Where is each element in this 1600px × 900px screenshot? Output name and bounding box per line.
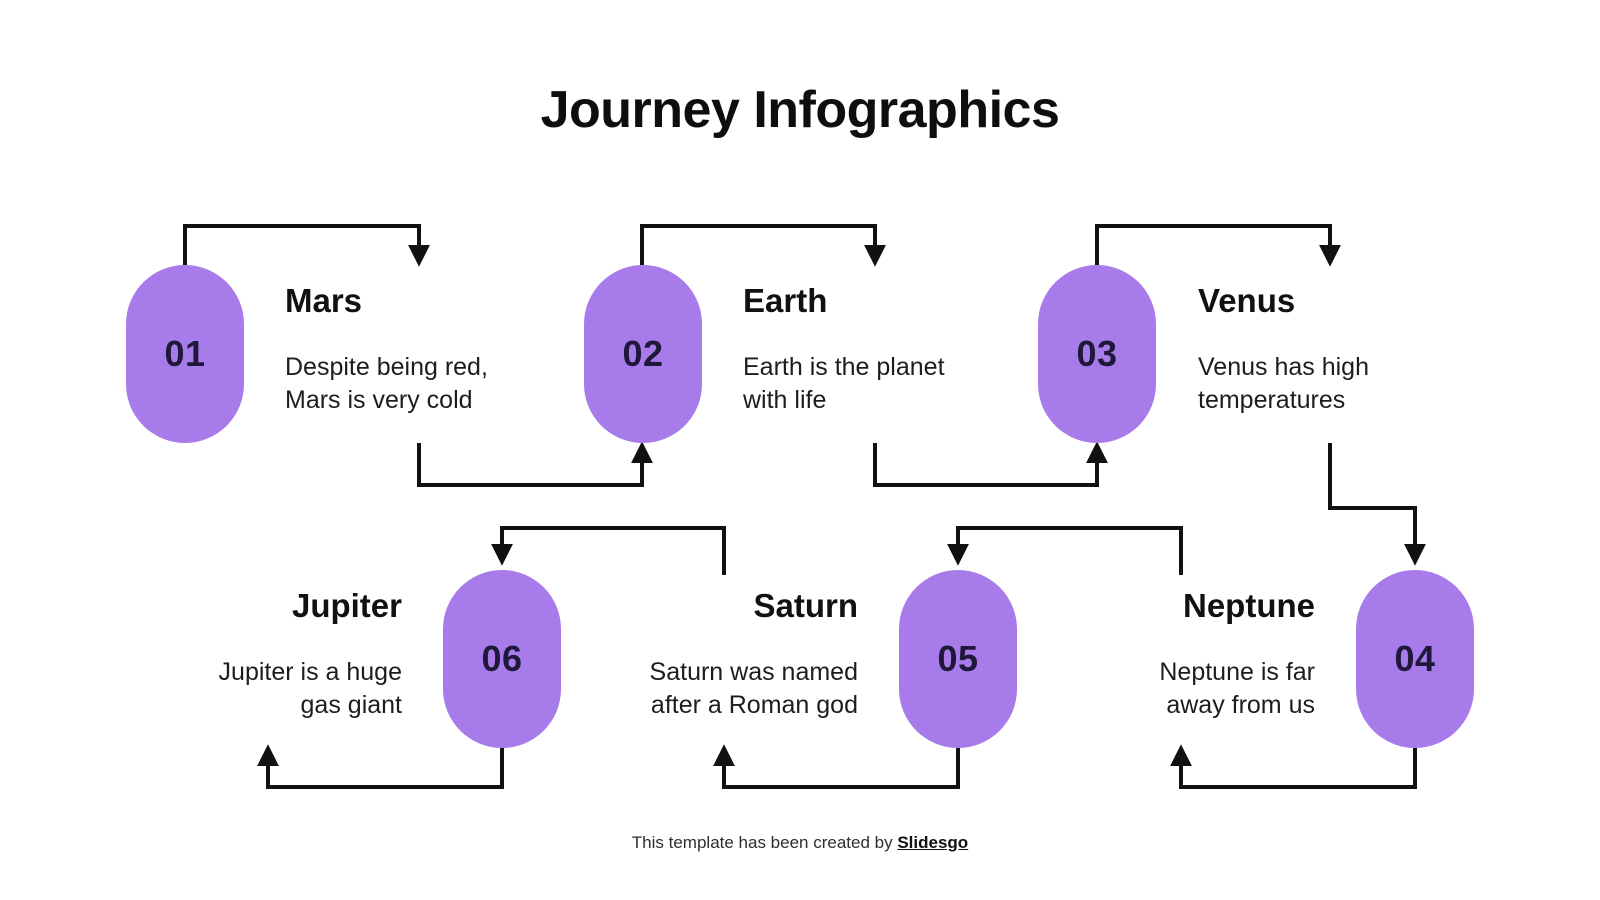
- step-number: 02: [622, 333, 664, 374]
- slide-title: Journey Infographics: [540, 81, 1060, 139]
- footer-credit: This template has been created by Slides…: [0, 833, 1600, 853]
- step-pill-neptune: 04: [1356, 570, 1474, 748]
- step-pill-earth: 02: [584, 265, 702, 443]
- connector-pill04-to-neptune-text: [1170, 744, 1417, 789]
- connector-pill02-to-earth-text: [640, 224, 886, 267]
- node-title: Neptune: [1183, 587, 1315, 624]
- step-number: 06: [481, 638, 523, 679]
- step-number: 01: [164, 333, 206, 374]
- connector-earth-text-to-pill03: [873, 441, 1108, 487]
- connector-pill05-to-saturn-text: [713, 744, 960, 789]
- node-text-mars: Mars Despite being red,Mars is very cold: [285, 281, 585, 417]
- step-number: 04: [1394, 638, 1436, 679]
- connector-pill03-to-venus-text: [1095, 224, 1341, 267]
- slidesgo-link[interactable]: Slidesgo: [897, 833, 969, 852]
- connector-pill06-to-jupiter-text: [257, 744, 504, 789]
- step-number: 05: [937, 638, 979, 679]
- step-pill-jupiter: 06: [443, 570, 561, 748]
- footer-text: This template has been created by: [631, 833, 893, 852]
- node-title: Mars: [285, 282, 363, 319]
- connector-pill01-to-mars-text: [183, 224, 430, 267]
- connector-neptune-col-to-pill05: [947, 526, 1183, 575]
- step-pill-mars: 01: [126, 265, 244, 443]
- node-description: Despite being red,Mars is very cold: [285, 353, 488, 414]
- connector-mars-text-to-pill02: [417, 441, 653, 487]
- node-title: Jupiter: [291, 587, 402, 624]
- step-number: 03: [1076, 333, 1118, 374]
- connector-saturn-col-to-pill06: [491, 526, 726, 575]
- step-pill-venus: 03: [1038, 265, 1156, 443]
- connector-venus-text-to-pill04: [1328, 443, 1426, 566]
- step-pill-saturn: 05: [899, 570, 1017, 748]
- node-title: Saturn: [753, 587, 858, 624]
- node-title: Venus: [1198, 282, 1296, 319]
- node-title: Earth: [743, 282, 828, 319]
